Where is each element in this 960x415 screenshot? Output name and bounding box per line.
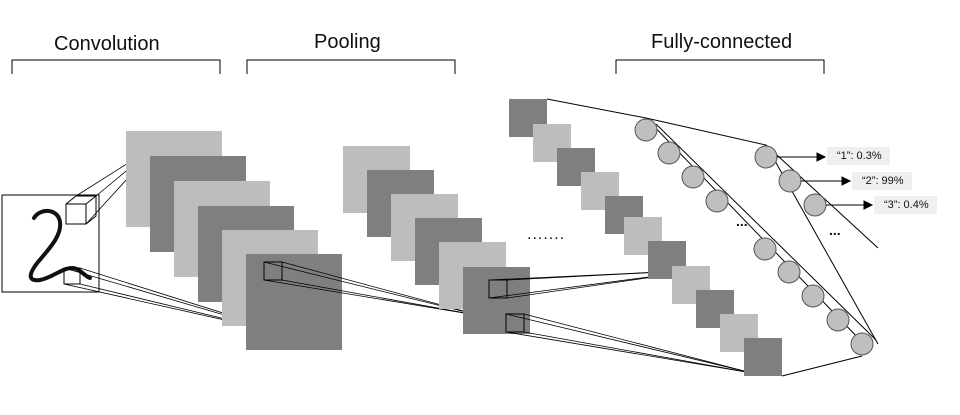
output-label-1: “1”: 0.3% xyxy=(827,147,890,165)
flattened-column xyxy=(509,99,782,376)
output-nodes-ellipsis: ... xyxy=(829,222,841,238)
hidden-node xyxy=(801,284,825,308)
input-receptive-field-bottom xyxy=(63,267,81,285)
hidden-node xyxy=(634,118,658,142)
convolution-bracket xyxy=(11,59,221,74)
input-receptive-field-top xyxy=(65,203,87,225)
pooling-label: Pooling xyxy=(314,31,381,53)
output-arrows xyxy=(777,152,874,210)
hidden-node xyxy=(850,332,874,356)
pool-map xyxy=(463,267,530,334)
hidden-nodes-ellipsis: ... xyxy=(736,213,748,229)
output-label-2: “2”: 99% xyxy=(852,172,912,190)
pooling-bracket xyxy=(246,59,456,74)
output-node-3 xyxy=(803,193,827,217)
pool-receptive-field-bottom xyxy=(505,313,525,333)
pool-receptive-field-top xyxy=(488,279,508,299)
output-node-1 xyxy=(754,145,778,169)
hidden-node xyxy=(681,165,705,189)
hidden-node xyxy=(705,189,729,213)
output-node-2 xyxy=(778,169,802,193)
fully-connected-bracket xyxy=(615,59,825,74)
fully-connected-label: Fully-connected xyxy=(651,31,793,53)
hidden-layer-nodes xyxy=(634,118,874,356)
ellipsis-between-layers: ....... xyxy=(527,226,566,243)
flatten-projection-lines xyxy=(488,269,753,374)
hidden-node xyxy=(753,237,777,261)
conv-receptive-field xyxy=(263,261,283,281)
convolution-feature-maps xyxy=(126,131,342,350)
flat-cell xyxy=(744,338,782,376)
conv-map xyxy=(246,254,342,350)
hidden-node xyxy=(777,260,801,284)
pooling-feature-maps xyxy=(343,146,530,334)
output-layer-nodes xyxy=(754,145,827,217)
hidden-node xyxy=(826,308,850,332)
convolution-label: Convolution xyxy=(54,33,160,55)
hidden-node xyxy=(657,141,681,165)
output-label-3: “3”: 0.4% xyxy=(874,196,937,214)
input-image xyxy=(1,194,100,293)
